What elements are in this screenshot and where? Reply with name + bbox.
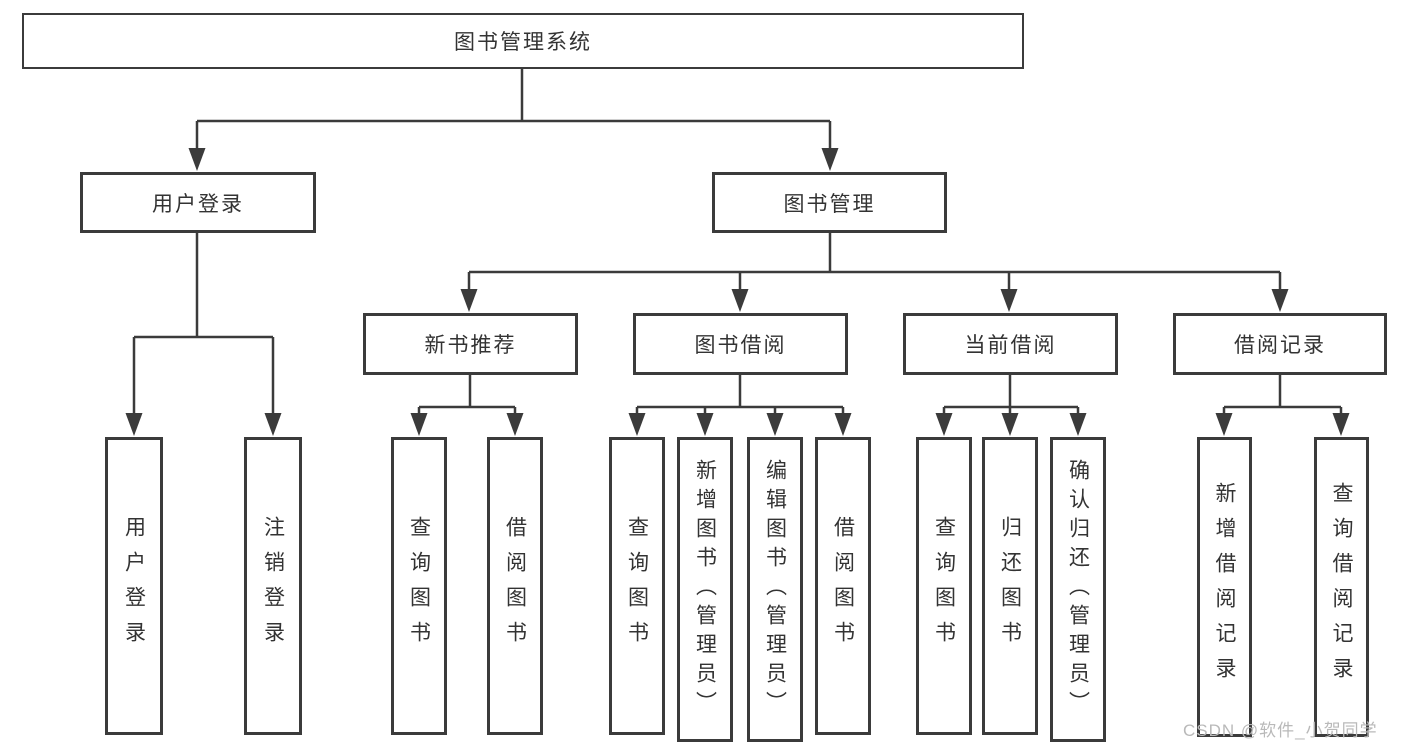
leaf-borrow-books-recommend: 借阅图书 bbox=[487, 437, 543, 735]
leaf-edit-books-admin: 编辑图书（管理员） bbox=[747, 437, 803, 742]
leaf-query-books-borrowing-label: 查询图书 bbox=[625, 516, 649, 656]
node-borrowing-records-label: 借阅记录 bbox=[1234, 334, 1326, 357]
leaf-edit-books-admin-label: 编辑图书（管理员） bbox=[763, 459, 787, 720]
leaf-query-books-recommend: 查询图书 bbox=[391, 437, 447, 735]
node-user-login: 用户登录 bbox=[80, 172, 316, 233]
leaf-confirm-return-admin-label: 确认归还（管理员） bbox=[1066, 459, 1090, 720]
leaf-add-books-admin-label: 新增图书（管理员） bbox=[693, 459, 717, 720]
node-book-management: 图书管理 bbox=[712, 172, 947, 233]
leaf-query-borrow-record: 查询借阅记录 bbox=[1314, 437, 1369, 737]
node-book-borrowing: 图书借阅 bbox=[633, 313, 848, 375]
leaf-query-books-current-label: 查询图书 bbox=[932, 516, 956, 656]
leaf-return-books-label: 归还图书 bbox=[998, 516, 1022, 656]
leaf-query-borrow-record-label: 查询借阅记录 bbox=[1330, 482, 1353, 692]
leaf-logout: 注销登录 bbox=[244, 437, 302, 735]
node-new-book-recommend: 新书推荐 bbox=[363, 313, 578, 375]
leaf-query-books-borrowing: 查询图书 bbox=[609, 437, 665, 735]
leaf-query-books-recommend-label: 查询图书 bbox=[407, 516, 431, 656]
csdn-watermark: CSDN @软件_小贺同学 bbox=[1183, 721, 1378, 740]
node-current-borrowing: 当前借阅 bbox=[903, 313, 1118, 375]
leaf-add-borrow-record-label: 新增借阅记录 bbox=[1213, 482, 1236, 692]
leaf-user-login-label: 用户登录 bbox=[122, 516, 146, 656]
leaf-return-books: 归还图书 bbox=[982, 437, 1038, 735]
leaf-query-books-current: 查询图书 bbox=[916, 437, 972, 735]
leaf-borrow-books: 借阅图书 bbox=[815, 437, 871, 735]
leaf-add-books-admin: 新增图书（管理员） bbox=[677, 437, 733, 742]
node-new-book-recommend-label: 新书推荐 bbox=[424, 334, 517, 357]
leaf-borrow-books-recommend-label: 借阅图书 bbox=[503, 516, 527, 656]
node-book-borrowing-label: 图书借阅 bbox=[694, 334, 787, 357]
node-user-login-label: 用户登录 bbox=[152, 192, 244, 216]
leaf-add-borrow-record: 新增借阅记录 bbox=[1197, 437, 1252, 737]
node-root: 图书管理系统 bbox=[22, 13, 1024, 69]
leaf-borrow-books-label: 借阅图书 bbox=[831, 516, 855, 656]
leaf-confirm-return-admin: 确认归还（管理员） bbox=[1050, 437, 1106, 742]
node-root-label: 图书管理系统 bbox=[454, 31, 592, 54]
node-borrowing-records: 借阅记录 bbox=[1173, 313, 1387, 375]
leaf-user-login: 用户登录 bbox=[105, 437, 163, 735]
leaf-logout-label: 注销登录 bbox=[261, 516, 285, 656]
node-book-management-label: 图书管理 bbox=[783, 192, 876, 216]
node-current-borrowing-label: 当前借阅 bbox=[964, 334, 1057, 357]
